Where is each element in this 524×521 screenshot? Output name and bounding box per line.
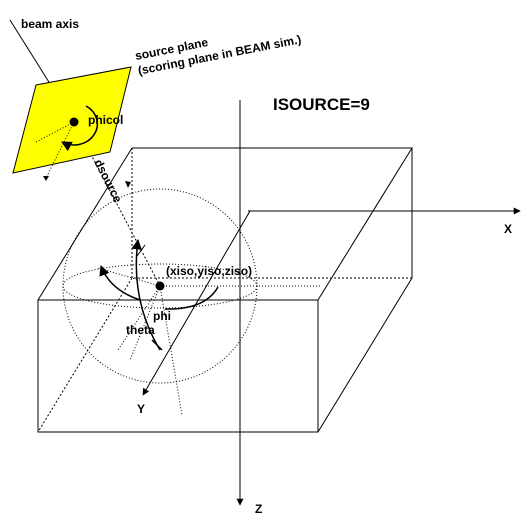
beam-axis-label: beam axis [21, 17, 79, 31]
dsource-arrow [125, 181, 146, 257]
theta-label: theta [126, 323, 155, 337]
box-right-bottom-edge [317, 277, 413, 433]
source-plane [12, 66, 132, 181]
box-left-top-edge [37, 147, 133, 301]
isocenter-dot [155, 281, 165, 291]
source-plane-label: source plane (scoring plane in BEAM sim.… [134, 32, 303, 77]
coordinate-axes [142, 100, 521, 506]
box-right-top-edge [317, 147, 413, 301]
box-front-face [37, 299, 319, 433]
phi-label: phi [153, 309, 171, 323]
iso-dotted-down-line [159, 285, 183, 416]
isocenter-label: (xiso,yiso,ziso) [166, 264, 252, 278]
dsource-label: dsource [91, 157, 125, 205]
phicol-arc [61, 105, 99, 152]
diagram-title: ISOURCE=9 [273, 95, 370, 114]
theta-arc [131, 238, 161, 351]
dsource-arrow-lower-shaft [136, 244, 146, 257]
source-plane-dotted-axis [35, 121, 75, 143]
phi-arc [164, 286, 219, 310]
y-axis-line [142, 210, 251, 396]
x-axis-label: X [504, 222, 512, 236]
dsource-arrow-upper-head [125, 181, 131, 188]
box-back-top-edge [132, 147, 413, 278]
box-hidden-depth-edge [37, 277, 133, 433]
box-hidden-back-edge [131, 148, 412, 279]
phi-arc-left [99, 265, 141, 301]
phicol-label: phicol [88, 113, 123, 127]
theta-lower-tick [151, 339, 163, 351]
phantom-box [37, 147, 413, 433]
y-axis-label: Y [137, 402, 145, 416]
z-axis-label: Z [255, 502, 262, 516]
iso-dotted-lower-line [117, 285, 161, 351]
isocenter-group [99, 238, 219, 351]
iso-dotted-lower-line-2 [129, 285, 161, 361]
sphere [62, 188, 320, 416]
beam-axis-line-lower [73, 121, 161, 287]
source-plane-small-arrow [43, 176, 49, 181]
